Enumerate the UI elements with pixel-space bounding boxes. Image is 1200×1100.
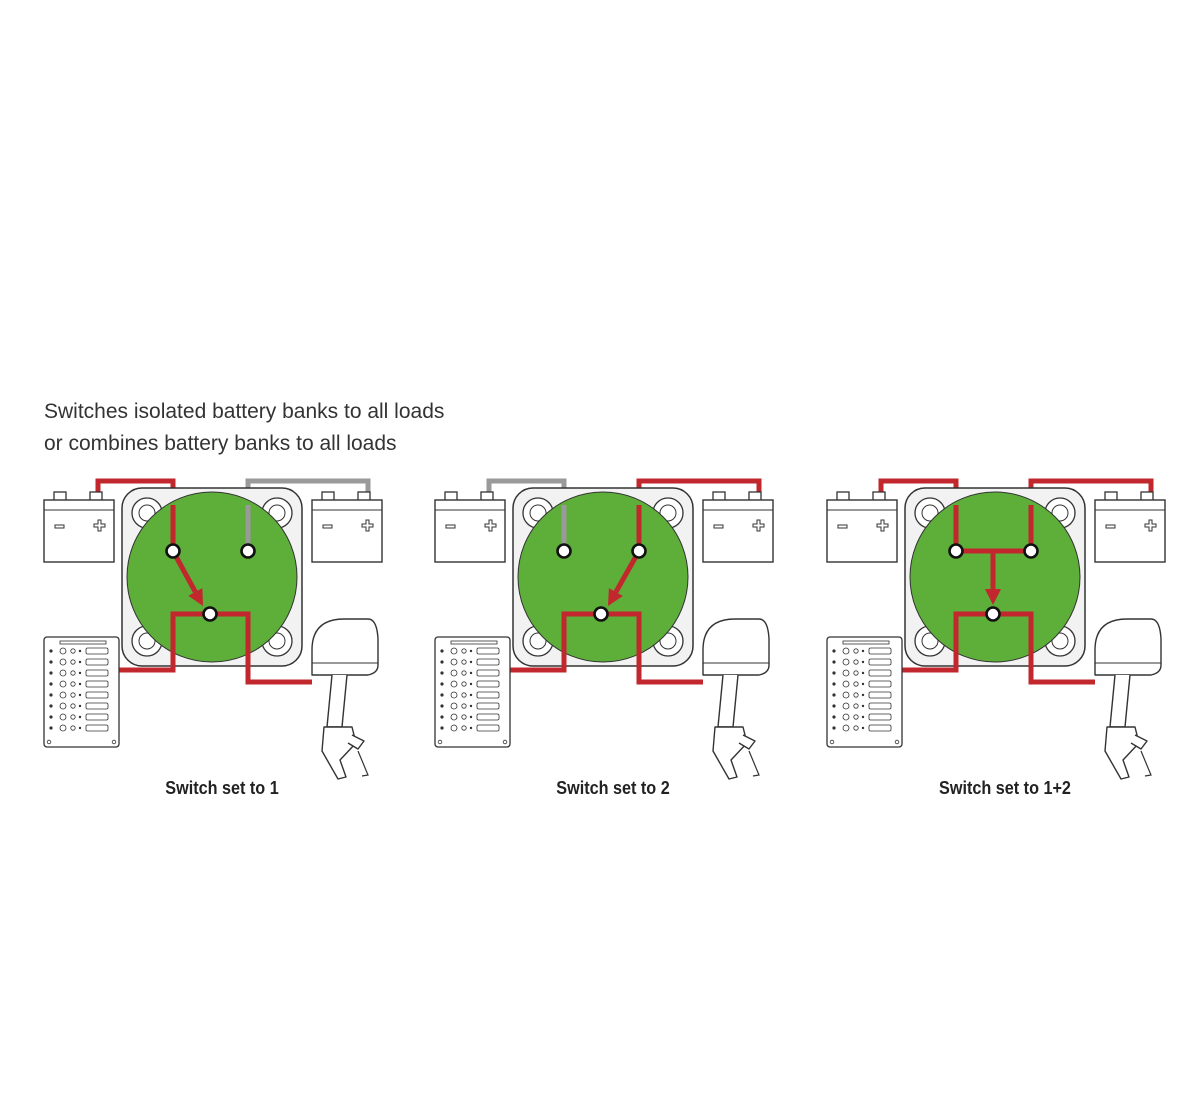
breaker-panel-icon [826,636,903,748]
terminal-common [985,606,1001,622]
battery-2-icon [311,491,383,563]
headline-line-1: Switches isolated battery banks to all l… [44,400,445,423]
outboard-motor-icon [311,618,379,780]
diagram-switch-1 [43,478,383,780]
caption-switch-1-2: Switch set to 1+2 [939,778,1071,798]
outboard-motor-icon [1094,618,1162,780]
terminal-2 [1023,543,1039,559]
battery-2-icon [702,491,774,563]
switch-face [126,491,298,663]
breaker-panel-icon [43,636,120,748]
terminal-2 [631,543,647,559]
terminal-1 [556,543,572,559]
battery-2-icon [1094,491,1166,563]
battery-1-icon [826,491,898,563]
diagram-group [826,478,1166,780]
breaker-panel-icon [434,636,511,748]
flow-arrow-combined [985,551,1001,605]
diagram-group [43,478,383,780]
panel-switch-2: Switch set to 2 [413,465,813,810]
terminal-2 [240,543,256,559]
switch-face [517,491,689,663]
headline: Switches isolated battery banks to all l… [44,396,444,460]
caption-switch-2: Switch set to 2 [556,778,670,798]
caption-switch-1: Switch set to 1 [165,778,279,798]
terminal-common [202,606,218,622]
terminal-common [593,606,609,622]
outboard-motor-icon [702,618,770,780]
terminal-1 [165,543,181,559]
diagram-switch-2 [434,478,774,780]
battery-1-icon [434,491,506,563]
headline-line-2: or combines battery banks to all loads [44,432,397,455]
battery-switch-icon [512,487,694,667]
panel-switch-1: Switch set to 1 [22,465,422,810]
diagram-switch-1-2 [826,478,1166,780]
battery-1-icon [43,491,115,563]
battery-switch-icon [121,487,303,667]
diagram-group [434,478,774,780]
panel-switch-1-2: Switch set to 1+2 [805,465,1200,810]
terminal-1 [948,543,964,559]
flow-arrow-2 [608,549,642,606]
